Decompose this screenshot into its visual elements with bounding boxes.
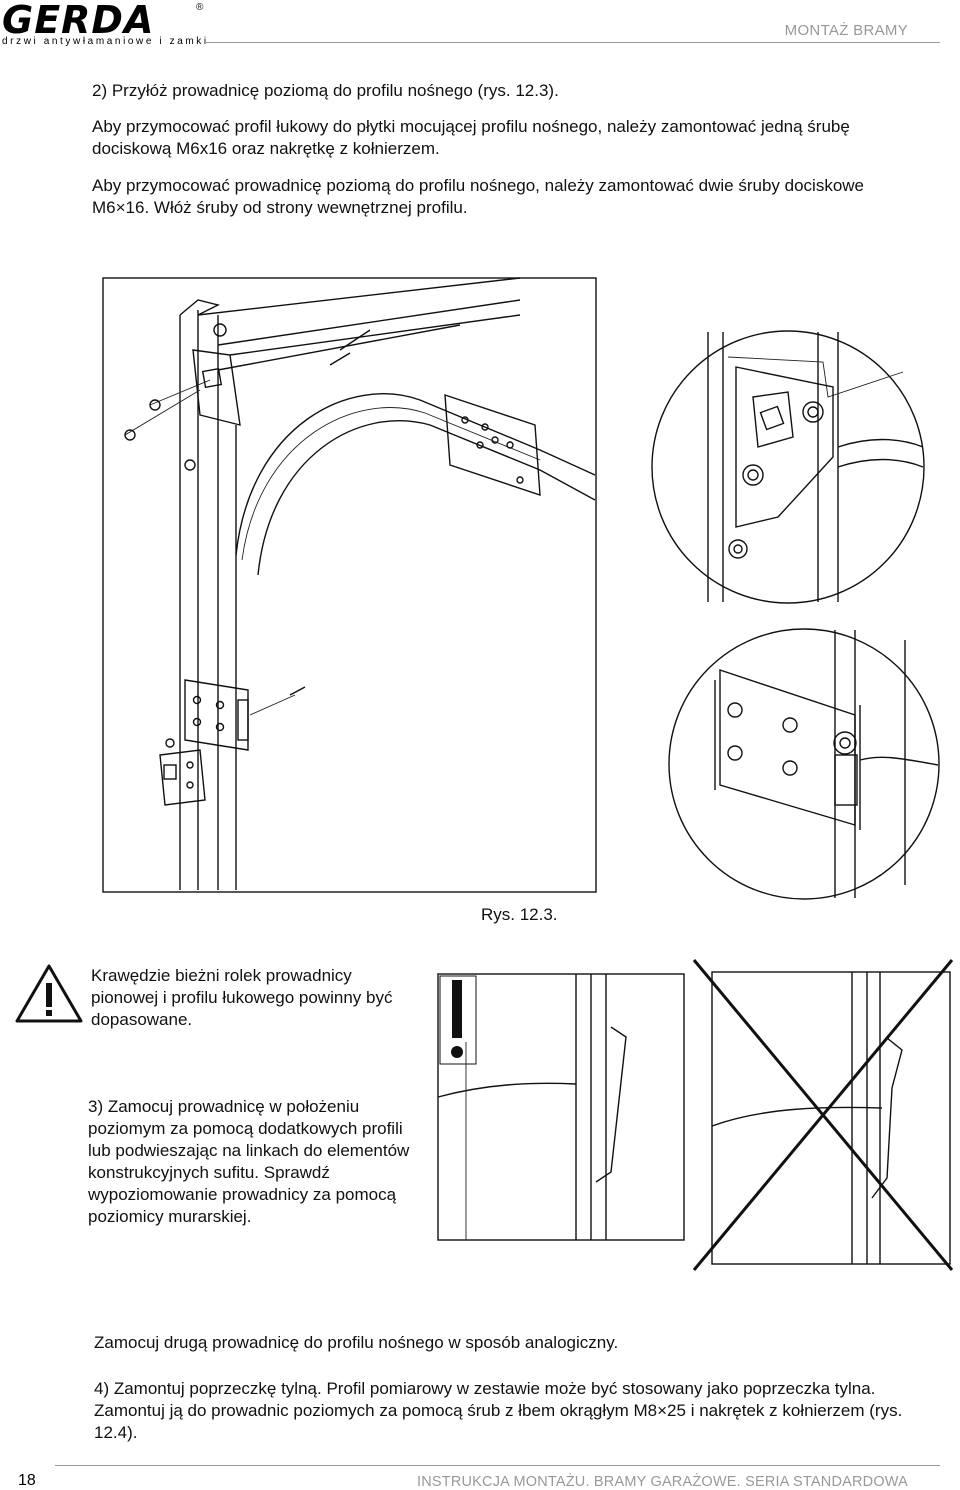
gerda-logo: GERDA ® drzwi antywłamaniowe i zamki [0,0,210,48]
step2-paragraph-2: Aby przymocować prowadnicę poziomą do pr… [92,176,865,217]
logo-tagline: drzwi antywłamaniowe i zamki [2,36,209,47]
figure-caption: Rys. 12.3. [481,905,558,924]
cross-out-icon [692,959,954,1271]
footer-divider [55,1465,940,1466]
warning-text: Krawędzie bieżni rolek prowadnicy pionow… [91,966,393,1029]
step4-text: 4) Zamontuj poprzeczkę tylną. Profil pom… [94,1379,903,1442]
footer-title: INSTRUKCJA MONTAŻU. BRAMY GARAŻOWE. SERI… [417,1474,909,1490]
incorrect-fit-drawing [692,959,954,1271]
step3-text: 3) Zamocuj prowadnicę w położeniu poziom… [88,1097,410,1226]
logo-wordmark: GERDA [2,0,155,42]
step2-title: 2) Przyłóż prowadnicę poziomą do profilu… [92,81,559,100]
figure-12-3-main-drawing [102,277,597,893]
step2-paragraph-1: Aby przymocować profil łukowy do płytki … [92,117,850,158]
page-number: 18 [18,1472,36,1489]
header-divider [205,42,940,43]
detail-plate-circle [668,628,940,900]
detail-bracket-circle [651,330,925,604]
registered-icon: ® [196,2,204,13]
warning-triangle-icon [15,964,83,1023]
second-guide-text: Zamocuj drugą prowadnicę do profilu nośn… [94,1333,619,1352]
section-title: MONTAŻ BRAMY [784,22,908,39]
correct-fit-drawing [437,973,685,1241]
